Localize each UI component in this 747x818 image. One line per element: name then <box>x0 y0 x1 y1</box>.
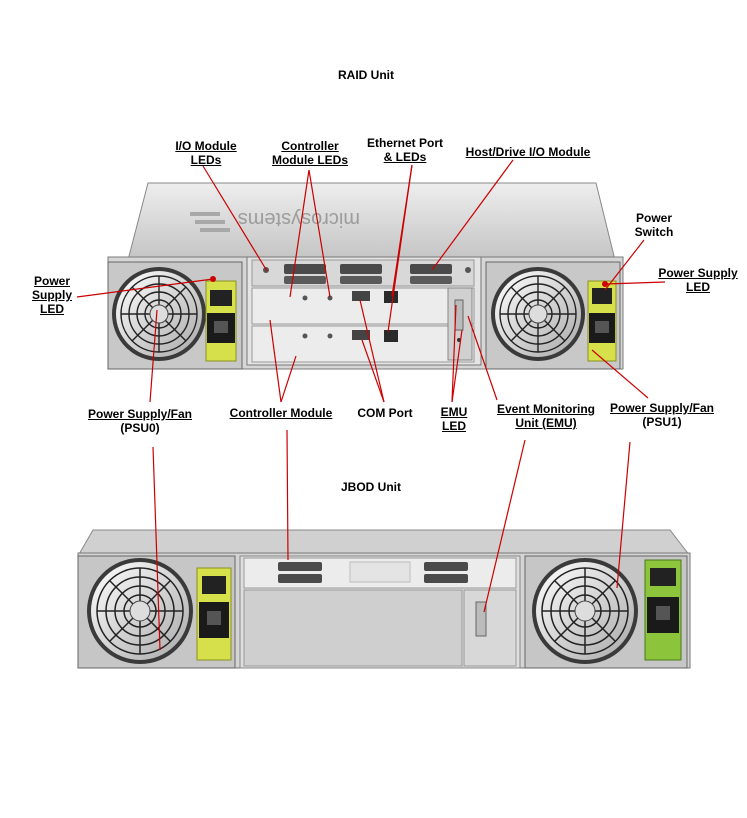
leader-emu-led-b <box>451 329 463 403</box>
leader-psu-led-left <box>76 278 214 298</box>
leader-psu-led-right <box>604 281 666 285</box>
raid-psu1 <box>485 261 621 370</box>
jbod-unit-title: JBOD Unit <box>341 480 401 494</box>
leader-controller-leds-b <box>308 169 331 298</box>
leader-controller-module-a <box>269 319 282 403</box>
raid-psu0 <box>107 261 243 370</box>
leader-lines <box>76 159 666 651</box>
leader-controller-leds-a <box>289 169 310 298</box>
jbod-center-modules <box>239 555 521 669</box>
raid-logo-mark <box>190 212 230 232</box>
leader-jbod-psu1 <box>616 441 631 589</box>
leader-com-port-a <box>359 299 385 403</box>
raid-unit-title: RAID Unit <box>338 68 394 82</box>
label-host-drive-io-module: Host/Drive I/O Module <box>465 145 591 159</box>
leader-psu0 <box>149 309 158 403</box>
label-com-port: COM Port <box>357 406 413 420</box>
label-psu1: Power Supply/Fan(PSU1) <box>609 401 714 429</box>
raid-center-modules <box>246 256 482 366</box>
raid-logo-text: microsystems <box>238 208 360 230</box>
leader-com-port-b <box>361 339 385 403</box>
leader-power-switch <box>604 239 645 291</box>
label-psu0: Power Supply/Fan(PSU0) <box>87 407 192 435</box>
leader-psu1 <box>591 349 649 399</box>
leader-emu-led-a <box>451 304 457 403</box>
leader-jbod-psu0 <box>152 446 161 651</box>
leader-jbod-emu <box>483 439 526 613</box>
leader-ethernet-b <box>387 164 413 333</box>
raid-unit: microsystems <box>107 182 624 370</box>
label-ethernet-port-leds: Ethernet Port& LEDs <box>366 136 443 164</box>
jbod-unit <box>77 529 692 669</box>
leader-jbod-controller <box>286 429 289 561</box>
jbod-chassis-top <box>77 529 692 557</box>
leader-io-module-leds <box>202 165 268 272</box>
label-controller-module: Controller Module <box>229 406 333 420</box>
leader-host-drive-io <box>431 159 514 271</box>
jbod-psu1 <box>524 555 688 669</box>
leader-emu <box>467 315 498 401</box>
leader-controller-module-b <box>280 355 297 403</box>
jbod-psu0 <box>77 555 236 669</box>
